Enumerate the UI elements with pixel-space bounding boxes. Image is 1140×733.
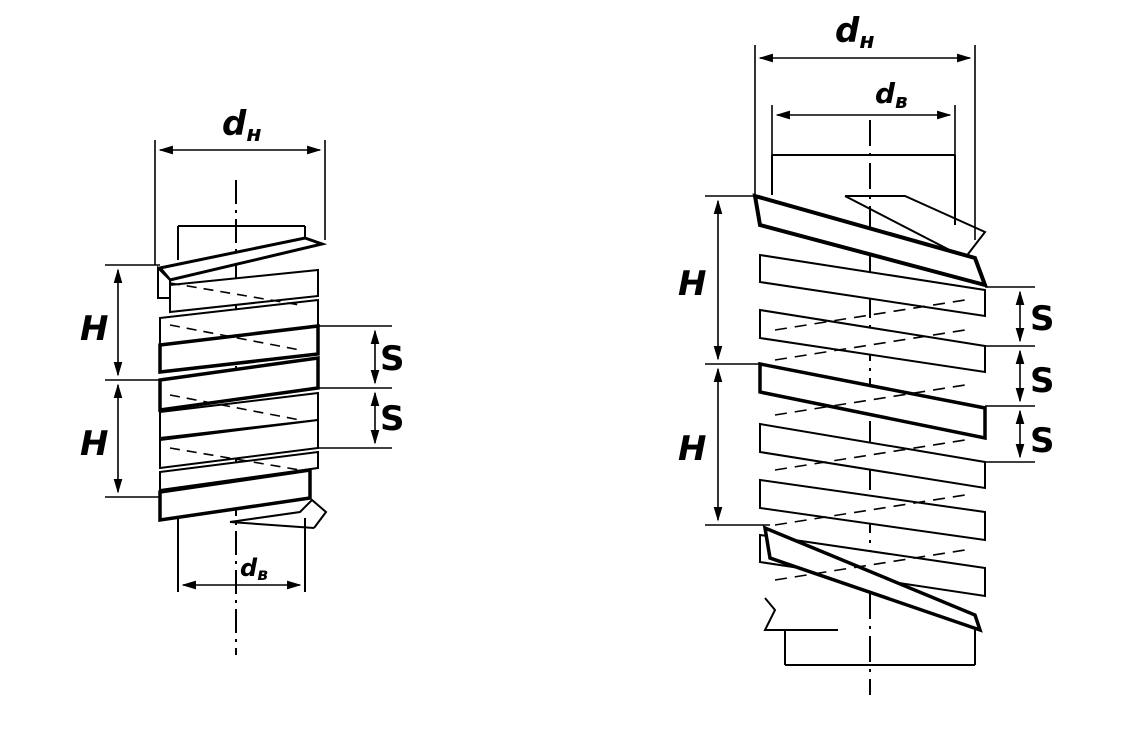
right-core bbox=[771, 154, 976, 666]
right-pitch-label-1: H bbox=[678, 264, 706, 304]
left-outer-diameter-dim bbox=[154, 140, 326, 265]
left-core bbox=[177, 225, 306, 592]
left-step-label-2: S bbox=[380, 399, 405, 439]
right-pitch-label-2: H bbox=[678, 429, 706, 469]
right-spring-figure bbox=[705, 45, 1035, 695]
left-end-hook bbox=[229, 498, 328, 529]
right-inner-diameter-label: dв bbox=[875, 77, 908, 113]
right-step-label-2: S bbox=[1030, 361, 1055, 401]
right-bottom-hook bbox=[763, 597, 838, 631]
right-hidden-lines bbox=[774, 299, 966, 581]
right-step-dim bbox=[985, 286, 1035, 463]
left-outer-diameter-label: dн bbox=[222, 104, 262, 147]
right-pitch-dim bbox=[705, 195, 770, 526]
left-pitch-dim bbox=[105, 264, 160, 498]
right-outer-diameter-label: dн bbox=[835, 11, 875, 54]
left-spring-figure bbox=[105, 140, 392, 655]
right-step-label-3: S bbox=[1030, 421, 1055, 461]
left-pitch-label-2: H bbox=[80, 424, 108, 464]
left-step-label-1: S bbox=[380, 339, 405, 379]
left-coils bbox=[157, 236, 328, 523]
left-step-dim bbox=[318, 325, 392, 449]
left-inner-diameter-label: dв bbox=[240, 554, 268, 585]
right-step-label-1: S bbox=[1030, 299, 1055, 339]
left-pitch-label-1: H bbox=[80, 309, 108, 349]
left-hidden-lines bbox=[169, 282, 301, 471]
right-inner-diameter-dim bbox=[771, 105, 956, 155]
right-outer-diameter-dim bbox=[754, 45, 976, 240]
right-coils bbox=[752, 193, 989, 633]
